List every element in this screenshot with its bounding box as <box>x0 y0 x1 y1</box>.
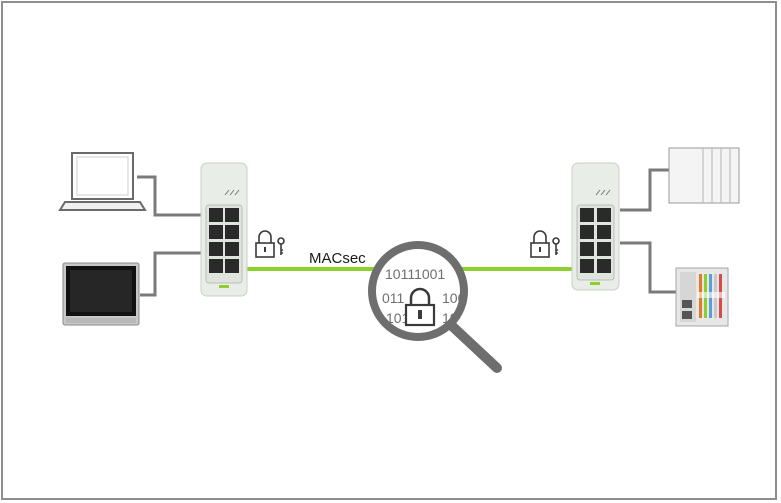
bits-row-3b: 10 <box>442 310 458 326</box>
lock-key-icon <box>255 230 285 258</box>
lock-key-icon <box>530 230 560 258</box>
cable-server <box>620 168 669 212</box>
laptop-icon <box>58 152 147 211</box>
touch-panel-icon <box>62 262 140 326</box>
left-cables <box>137 175 203 297</box>
bits-row-1: 10111001 <box>385 266 445 282</box>
cable-touch-panel <box>140 251 203 297</box>
macsec-label: MACsec <box>309 250 366 267</box>
server-icon <box>668 147 740 204</box>
right-cables <box>620 168 676 294</box>
bits-row-3a: 101 <box>386 310 410 326</box>
cable-plc <box>620 241 676 294</box>
lock-icon <box>404 287 436 327</box>
magnifier-icon: 10111001 011 100 101 10 <box>368 241 502 373</box>
switch-icon <box>571 162 620 291</box>
bits-row-2b: 100 <box>442 290 466 306</box>
plc-icon <box>675 267 729 327</box>
bits-row-2a: 011 <box>382 290 405 306</box>
switch-icon <box>200 162 248 297</box>
cable-laptop <box>137 175 203 217</box>
